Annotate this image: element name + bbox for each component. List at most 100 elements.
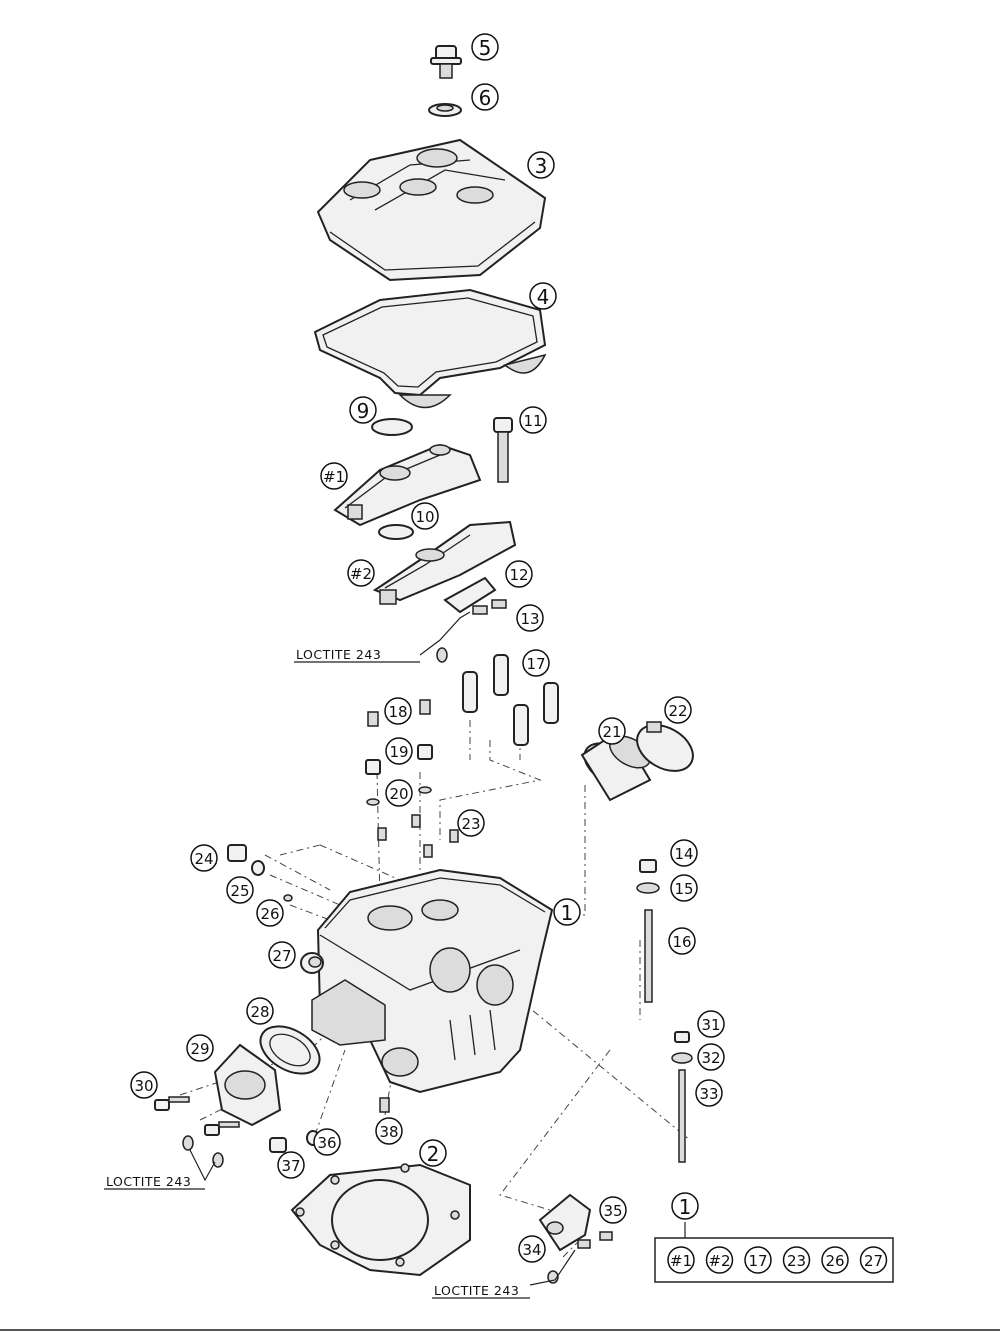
callout-circle (505, 560, 533, 588)
callout-c23: 23 (457, 809, 485, 837)
callout-circle (668, 927, 696, 955)
callout-circle (375, 1117, 403, 1145)
callout-label: #1 (323, 468, 345, 486)
callout-label: 29 (190, 1040, 209, 1058)
washers-part-20 (366, 786, 432, 806)
callout-circle (320, 462, 348, 490)
callout-c13: 13 (516, 604, 544, 632)
callout-label: 9 (357, 399, 370, 423)
kit-item-circle (782, 1246, 811, 1274)
callout-c35: 35 (599, 1196, 627, 1224)
bolt-part-5 (430, 45, 462, 79)
callout-label: 17 (526, 655, 545, 673)
callout-circle (522, 649, 550, 677)
kit-item-circle (705, 1246, 734, 1274)
callout-label: 3 (535, 154, 548, 178)
plug-part-24 (227, 844, 247, 862)
callout-c12: 12 (505, 560, 533, 588)
loctite-drop (436, 647, 448, 663)
valve-cover-part-3 (316, 138, 547, 282)
callout-circle (471, 33, 499, 61)
o-ring-part-25 (251, 860, 265, 876)
plugs-part-19 (365, 744, 433, 775)
cover-part-34 (538, 1193, 592, 1252)
callout-circle (519, 406, 547, 434)
callout-circle (671, 1192, 699, 1220)
callout-circle (599, 1196, 627, 1224)
bolt-part-11 (493, 417, 513, 483)
dowel-pins-part-23 (377, 814, 459, 858)
callout-circle (385, 737, 413, 765)
callout-label: 32 (701, 1049, 720, 1067)
callout-c18: 18 (384, 697, 412, 725)
callout-circle (670, 839, 698, 867)
callout-c15: 15 (670, 874, 698, 902)
callout-label: #2 (350, 565, 372, 583)
loctite-label-2: LOCTITE 243 (104, 1174, 205, 1190)
callout-c4: 4 (529, 282, 557, 310)
callout-circle (349, 396, 377, 424)
callout-c5: 5 (471, 33, 499, 61)
loctite-text: LOCTITE 243 (434, 1283, 519, 1298)
callout-circle (516, 604, 544, 632)
callout-c1a: #1 (320, 462, 348, 490)
bolts-part-13 (472, 599, 507, 615)
callout-label: 11 (523, 412, 542, 430)
callout-c32: 32 (697, 1043, 725, 1071)
callout-circle (385, 779, 413, 807)
callout-c10: 10 (411, 502, 439, 530)
callout-label: 5 (479, 36, 492, 60)
callout-circle (130, 1071, 158, 1099)
callout-c24: 24 (190, 844, 218, 872)
callout-c25: 25 (226, 876, 254, 904)
callout-circle (670, 874, 698, 902)
callout-label: 26 (260, 905, 279, 923)
callout-label: 38 (379, 1123, 398, 1141)
kit-item-circle (859, 1246, 888, 1274)
callout-circle (411, 502, 439, 530)
callout-c11: 11 (519, 406, 547, 434)
callout-c27: 27 (268, 941, 296, 969)
kit-item-circle (821, 1246, 849, 1274)
callout-circle (268, 941, 296, 969)
callout-label: 25 (230, 882, 249, 900)
valve-guides-part-17 (462, 654, 559, 746)
callout-label: 28 (250, 1003, 269, 1021)
callout-circle (190, 844, 218, 872)
callout-c16: 16 (668, 927, 696, 955)
callout-c28: 28 (246, 997, 274, 1025)
o-ring-part-9 (371, 418, 413, 436)
nut-washer-stud-parts-14-16 (636, 859, 660, 1003)
kit-item: 26 (821, 1246, 849, 1274)
exhaust-gasket-part-28 (259, 1025, 321, 1075)
callout-label: 35 (603, 1202, 622, 1220)
callout-label: 31 (701, 1016, 720, 1034)
callout-circle (598, 717, 626, 745)
kit-item-label: 27 (864, 1252, 883, 1270)
callout-circle (518, 1235, 546, 1263)
callout-label: 13 (520, 610, 539, 628)
callout-label: 20 (389, 785, 408, 803)
gasket-part-4 (313, 288, 547, 409)
hose-clamp-part-22 (636, 721, 694, 772)
bearing-bridge-part-1 (333, 443, 482, 527)
callout-label: 2 (427, 1142, 440, 1166)
kit-item-label: 26 (825, 1252, 844, 1270)
callout-label: 23 (461, 815, 480, 833)
callout-label: 12 (509, 566, 528, 584)
callout-label: 10 (415, 508, 434, 526)
loctite-text: LOCTITE 243 (106, 1174, 191, 1189)
callout-label: 4 (537, 285, 550, 309)
callout-label: 14 (674, 845, 693, 863)
callout-label: 24 (194, 850, 213, 868)
callout-c22: 22 (664, 696, 692, 724)
callout-c6: 6 (471, 83, 499, 111)
callout-circle (347, 559, 375, 587)
head-gasket-part-2 (290, 1163, 471, 1277)
callout-c17: 17 (522, 649, 550, 677)
callout-label: 21 (602, 723, 621, 741)
callout-circle (384, 697, 412, 725)
callout-label: 1 (561, 901, 574, 925)
